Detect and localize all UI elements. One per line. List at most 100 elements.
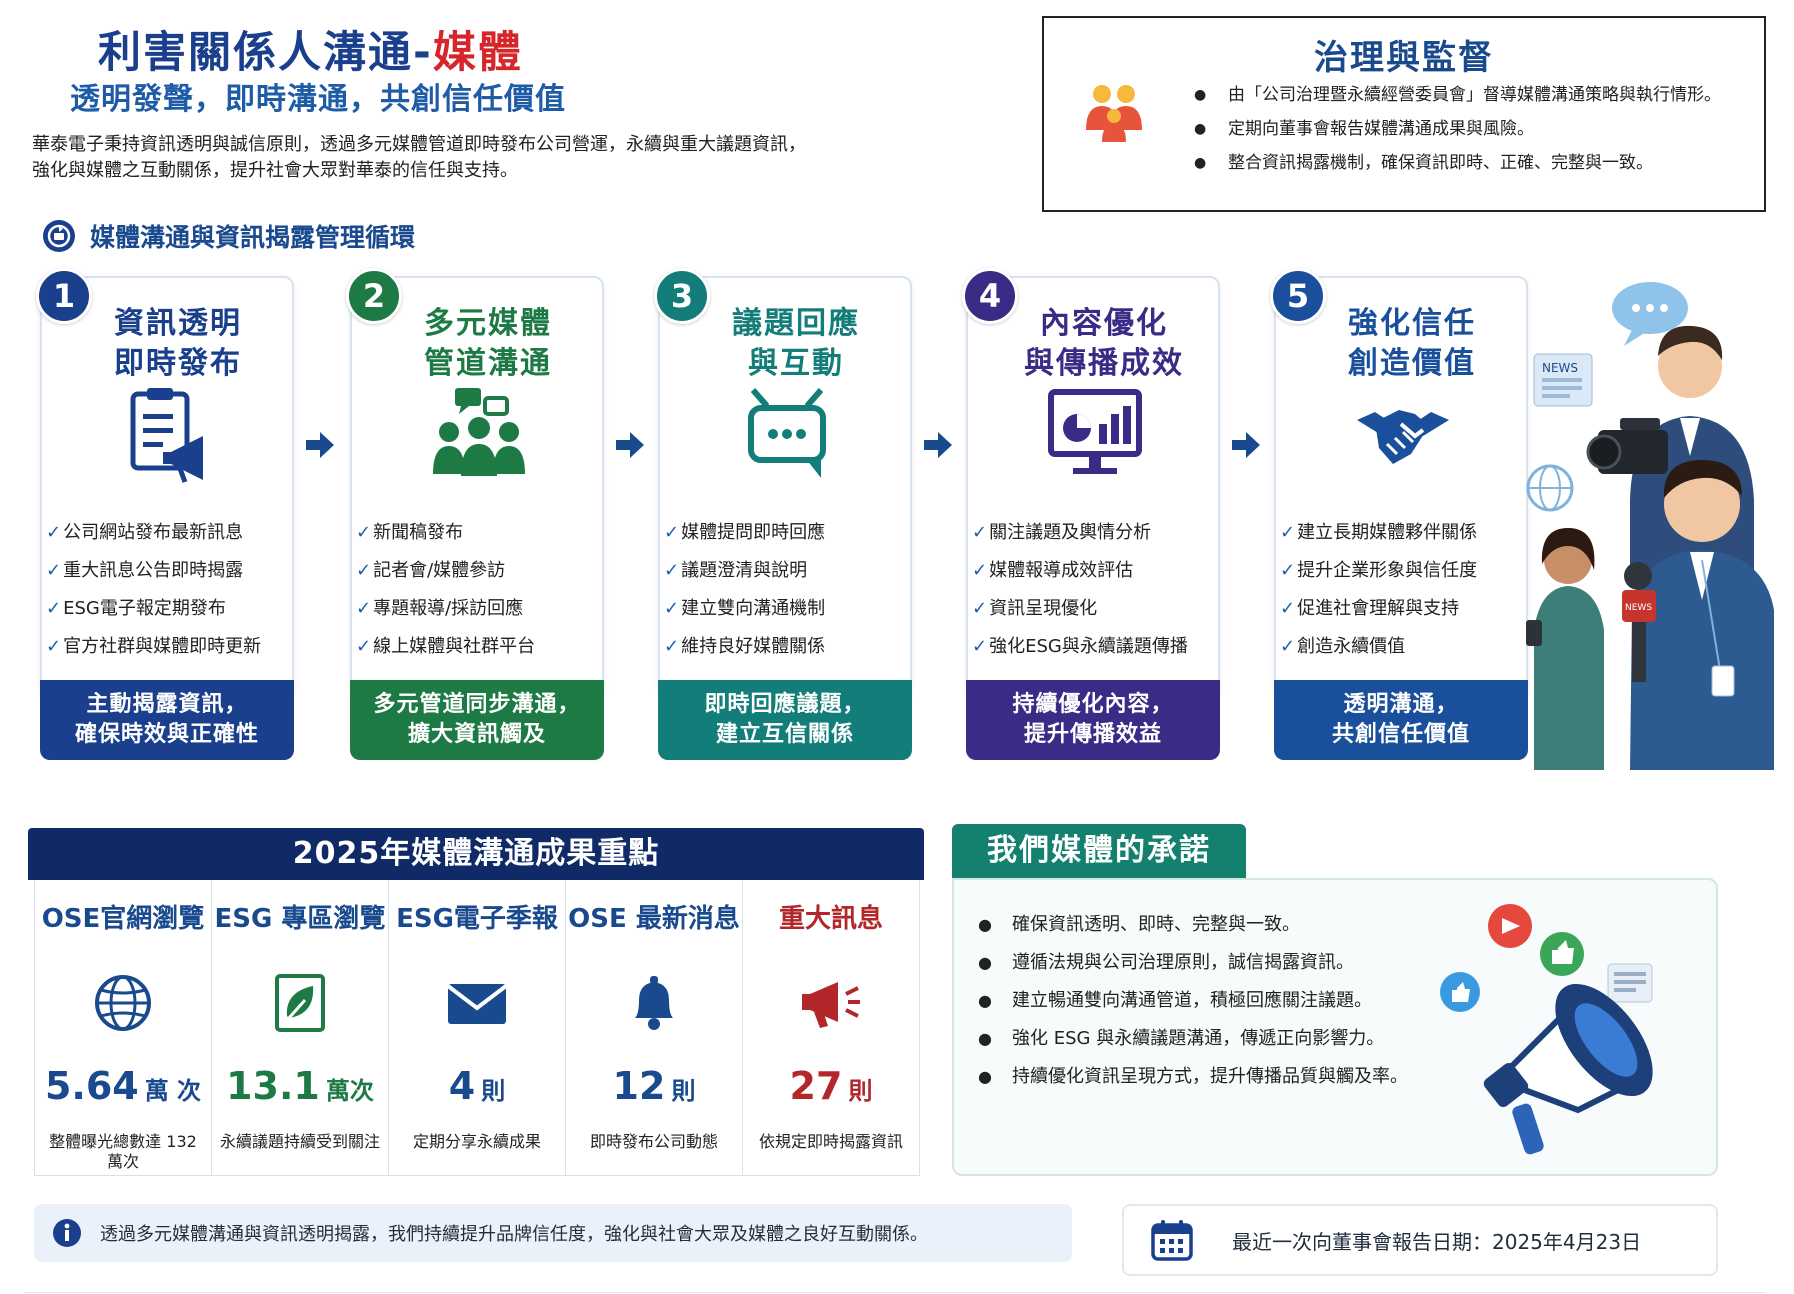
arrow-right-icon <box>616 432 644 458</box>
card-item-text: 媒體報導成效評估 <box>989 560 1134 581</box>
card-footer-line: 即時回應議題， <box>704 692 866 717</box>
check-icon: ✓ <box>664 598 680 619</box>
card-item: ✓媒體提問即時回應 <box>664 514 912 552</box>
check-icon: ✓ <box>46 598 62 619</box>
result-unit: 則 <box>481 1077 506 1105</box>
card-footer: 持續優化內容， 提升傳播效益 <box>966 680 1220 760</box>
card-footer-line: 持續優化內容， <box>1012 692 1174 717</box>
card-item-text: 重大訊息公告即時揭露 <box>63 560 244 581</box>
card-item-text: 議題澄清與說明 <box>681 560 808 581</box>
commitment-item: 建立暢通雙向溝通管道，積極回應關注議題。 <box>978 982 1478 1020</box>
check-icon: ✓ <box>1280 560 1296 581</box>
megaphone-illustration <box>1440 904 1653 1155</box>
card-item-text: 促進社會理解與支持 <box>1297 598 1460 619</box>
card-item: ✓官方社群與媒體即時更新 <box>46 628 294 666</box>
card-item: ✓建立長期媒體夥伴關係 <box>1280 514 1528 552</box>
card-item: ✓線上媒體與社群平台 <box>356 628 604 666</box>
family-icon <box>1086 85 1142 142</box>
card-footer-line: 共創信任價值 <box>1331 722 1470 747</box>
cycle-card-3: 議題回應 與互動 ✓媒體提問即時回應✓議題澄清與說明✓建立雙向溝通機制✓維持良好… <box>654 268 912 760</box>
card-body: 資訊透明 即時發布 ✓公司網站發布最新訊息✓重大訊息公告即時揭露✓ESG電子報定… <box>40 276 294 692</box>
result-label: OSE 最新消息 <box>568 904 740 934</box>
card-item-text: 強化ESG與永續議題傳播 <box>989 636 1188 657</box>
card-title: 議題回應 與互動 <box>690 304 902 384</box>
page-subtitle: 透明發聲，即時溝通，共創信任價值 <box>70 82 566 117</box>
arrow-right-icon <box>924 432 952 458</box>
card-item: ✓資訊呈現優化 <box>972 590 1220 628</box>
check-icon: ✓ <box>46 636 62 657</box>
card-footer: 即時回應議題， 建立互信關係 <box>658 680 912 760</box>
card-list: ✓公司網站發布最新訊息✓重大訊息公告即時揭露✓ESG電子報定期發布✓官方社群與媒… <box>46 514 294 666</box>
check-icon: ✓ <box>356 636 372 657</box>
card-item: ✓建立雙向溝通機制 <box>664 590 912 628</box>
result-unit: 萬次 <box>325 1077 374 1105</box>
governance-item: 由「公司治理暨永續經營委員會」督導媒體溝通策略與執行情形。 <box>1194 78 1754 112</box>
commitment-list: 確保資訊透明、即時、完整與一致。遵循法規與公司治理原則，誠信揭露資訊。建立暢通雙… <box>978 906 1478 1096</box>
result-number: 4 <box>448 1064 476 1108</box>
page-title: 利害關係人溝通-媒體 <box>98 18 523 80</box>
summary-note-text: 透過多元媒體溝通與資訊透明揭露，我們持續提升品牌信任度，強化與社會大眾及媒體之良… <box>100 1224 928 1245</box>
card-body: 議題回應 與互動 ✓媒體提問即時回應✓議題澄清與說明✓建立雙向溝通機制✓維持良好… <box>658 276 912 692</box>
check-icon: ✓ <box>1280 636 1296 657</box>
card-item: ✓促進社會理解與支持 <box>1280 590 1528 628</box>
step-number-badge: 4 <box>962 268 1018 324</box>
card-item-text: 提升企業形象與信任度 <box>1297 560 1478 581</box>
card-title-line: 即時發布 <box>114 346 242 381</box>
intro-line: 強化與媒體之互動關係，提升社會大眾對華泰的信任與支持。 <box>32 160 518 181</box>
intro-paragraph: 華泰電子秉持資訊透明與誠信原則，透過多元媒體管道即時發布公司營運，永續與重大議題… <box>32 132 952 184</box>
card-item-text: 資訊呈現優化 <box>989 598 1098 619</box>
card-title-line: 與傳播成效 <box>1024 346 1184 381</box>
card-item-text: 關注議題及輿情分析 <box>989 522 1152 543</box>
chat-arrows-icon <box>748 388 826 478</box>
commitment-box: 確保資訊透明、即時、完整與一致。遵循法規與公司治理原則，誠信揭露資訊。建立暢通雙… <box>952 878 1718 1176</box>
card-item: ✓強化ESG與永續議題傳播 <box>972 628 1220 666</box>
card-title-line: 強化信任 <box>1348 306 1476 341</box>
bottom-divider <box>24 1292 1764 1293</box>
check-icon: ✓ <box>46 560 62 581</box>
board-report-box: 最近一次向董事會報告日期：2025年4月23日 <box>1122 1204 1718 1276</box>
check-icon: ✓ <box>972 636 988 657</box>
card-footer: 主動揭露資訊， 確保時效與正確性 <box>40 680 294 760</box>
intro-line: 華泰電子秉持資訊透明與誠信原則，透過多元媒體管道即時發布公司營運，永續與重大議題… <box>32 134 806 155</box>
governance-list: 由「公司治理暨永續經營委員會」督導媒體溝通策略與執行情形。定期向董事會報告媒體溝… <box>1194 78 1754 180</box>
news-tag: NEWS <box>1542 361 1578 375</box>
check-icon: ✓ <box>972 598 988 619</box>
result-number: 27 <box>789 1064 843 1108</box>
cycle-card-5: 強化信任 創造價值 ✓建立長期媒體夥伴關係✓提升企業形象與信任度✓促進社會理解與… <box>1270 268 1528 760</box>
card-footer-line: 多元管道同步溝通， <box>373 692 581 717</box>
globe-icon <box>95 975 151 1031</box>
arrow-right-icon <box>1232 432 1260 458</box>
result-unit: 則 <box>848 1077 873 1105</box>
step-number-badge: 3 <box>654 268 710 324</box>
card-list: ✓建立長期媒體夥伴關係✓提升企業形象與信任度✓促進社會理解與支持✓創造永續價值 <box>1280 514 1528 666</box>
card-item-text: ESG電子報定期發布 <box>63 598 226 619</box>
commitment-item: 遵循法規與公司治理原則，誠信揭露資訊。 <box>978 944 1478 982</box>
card-item: ✓重大訊息公告即時揭露 <box>46 552 294 590</box>
handshake-icon <box>1357 410 1449 464</box>
step-number-badge: 2 <box>346 268 402 324</box>
step-number-badge: 1 <box>36 268 92 324</box>
card-footer-line: 確保時效與正確性 <box>74 722 259 747</box>
cycle-heading: 媒體溝通與資訊揭露管理循環 <box>90 223 416 252</box>
card-title-line: 資訊透明 <box>114 306 242 341</box>
card-list: ✓關注議題及輿情分析✓媒體報導成效評估✓資訊呈現優化✓強化ESG與永續議題傳播 <box>972 514 1220 666</box>
card-title: 強化信任 創造價值 <box>1306 304 1518 384</box>
result-label: OSE官網瀏覽 <box>41 904 205 934</box>
governance-item: 定期向董事會報告媒體溝通成果與風險。 <box>1194 112 1754 146</box>
result-description: 依規定即時揭露資訊 <box>758 1132 903 1151</box>
arrow-right-icon <box>306 432 334 458</box>
governance-box: 治理與監督 由「公司治理暨永續經營委員會」督導媒體溝通策略與執行情形。定期向董事… <box>1042 16 1766 212</box>
clipboard-megaphone-icon <box>130 388 203 483</box>
card-item-text: 專題報導/採訪回應 <box>373 598 524 619</box>
bell-icon <box>635 976 673 1030</box>
result-number: 5.64 <box>44 1064 139 1108</box>
card-item: ✓創造永續價值 <box>1280 628 1528 666</box>
title-main: 利害關係人溝通- <box>98 28 433 78</box>
calendar-icon <box>1151 1220 1193 1261</box>
card-item-text: 創造永續價值 <box>1297 636 1406 657</box>
